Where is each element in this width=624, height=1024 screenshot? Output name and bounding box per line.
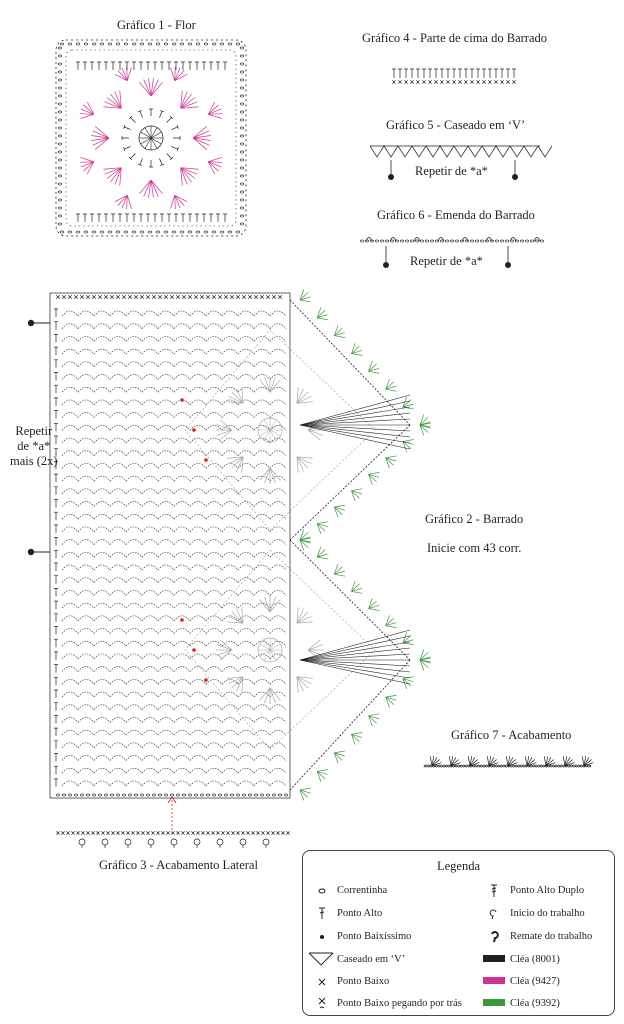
grafico-2-title: Gráfico 2 - Barrado	[425, 512, 524, 526]
grafico-7-title: Gráfico 7 - Acabamento	[451, 728, 572, 742]
grafico-2-rows	[54, 294, 289, 797]
repeat-note-line-3: mais (2x)	[10, 454, 58, 468]
back-loop-single-crochet-icon	[318, 997, 326, 1009]
grafico-3-side-finish-chart	[56, 831, 290, 848]
legend-item-label: Correntinha	[337, 885, 388, 896]
chain-stitch-icon	[318, 888, 326, 894]
grafico-2-subtitle: Inicie com 43 corr.	[427, 541, 522, 555]
grafico-6-repeat-note: Repetir de *a*	[410, 254, 483, 268]
grafico-2-gray-flowers	[180, 329, 376, 751]
legend-item-label: Remate do trabalho	[510, 931, 593, 942]
treble-crochet-icon	[491, 884, 497, 897]
repeat-end-marker-icon	[27, 548, 35, 556]
legend-item-label: Ponto Alto	[337, 908, 383, 919]
grafico-2-border-chart	[49, 292, 291, 799]
start-icon	[489, 909, 497, 920]
grafico-7-finishing-chart	[423, 756, 594, 768]
g5-repeat-start-icon	[388, 174, 394, 180]
repeat-markers	[27, 160, 518, 835]
g6-repeat-start-icon	[383, 262, 389, 268]
legend-item-label: Caseado em ‘V’	[337, 954, 406, 965]
legend-item-label: Ponto Baixo pegando por trás	[337, 998, 462, 1009]
g5-repeat-end-icon	[512, 174, 518, 180]
repeat-note-line-1: Repetir	[15, 424, 53, 438]
grafico-5-repeat-note: Repetir de *a*	[415, 164, 488, 178]
repeat-note: Repetir de *a* mais (2x)	[10, 424, 58, 469]
grafico-5-v-stitch-chart	[369, 145, 553, 158]
grafico-1-title: Gráfico 1 - Flor	[117, 18, 196, 32]
grafico-2-edge	[289, 289, 431, 801]
swatch-pink	[483, 977, 505, 984]
grafico-5-title: Gráfico 5 - Caseado em ‘V’	[386, 118, 526, 132]
repeat-note-line-2: de *a*	[17, 439, 51, 453]
legend-item-label: Inicio do trabalho	[510, 908, 585, 919]
single-crochet-icon	[318, 978, 326, 986]
grafico-6-join-chart	[359, 237, 545, 243]
grafico-4-top-border-chart	[392, 68, 516, 84]
legend-box: Legenda Correntinha Ponto Alto Ponto Bai…	[302, 850, 615, 1016]
slip-stitch-icon	[320, 935, 324, 939]
legend-item-label: Ponto Baixíssimo	[337, 931, 412, 942]
double-crochet-icon	[319, 907, 325, 919]
legend-item-label: Cléa (8001)	[510, 954, 560, 965]
swatch-black	[483, 955, 505, 962]
grafico-4-title: Gráfico 4 - Parte de cima do Barrado	[362, 31, 547, 45]
g6-repeat-end-icon	[505, 262, 511, 268]
legend-title: Legenda	[436, 859, 481, 873]
repeat-start-marker-icon	[27, 319, 35, 327]
legend-item-label: Cléa (9427)	[510, 976, 560, 987]
grafico-3-title: Gráfico 3 - Acabamento Lateral	[99, 858, 258, 872]
v-stitch-icon	[308, 952, 334, 966]
swatch-green	[483, 999, 505, 1006]
fasten-off-icon	[491, 931, 499, 943]
legend-item-label: Ponto Baixo	[337, 976, 390, 987]
grafico-1-flower-chart	[55, 39, 247, 237]
legend-item-label: Cléa (9392)	[510, 998, 560, 1009]
legend-item-label: Ponto Alto Duplo	[510, 885, 585, 896]
grafico-6-title: Gráfico 6 - Emenda do Barrado	[377, 208, 535, 222]
